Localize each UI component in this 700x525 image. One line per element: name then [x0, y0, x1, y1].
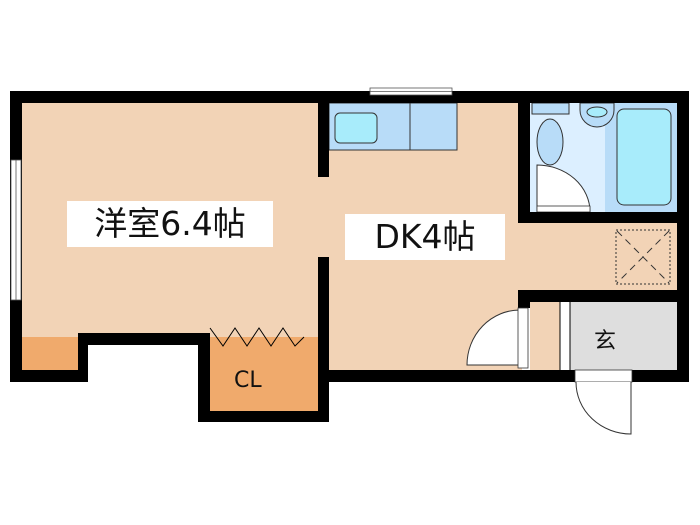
- dk-door-icon[interactable]: [466, 309, 521, 366]
- storage-floor: [22, 337, 78, 370]
- entrance-floor: [570, 302, 678, 370]
- closet-label: CL: [234, 368, 262, 393]
- closet-floor: [210, 337, 318, 411]
- closet-door-icon: [209, 327, 305, 347]
- entrance-door-icon[interactable]: [575, 381, 632, 435]
- ceiling-hatch-icon: [615, 229, 671, 285]
- dk-label: DK4帖: [345, 214, 505, 260]
- entrance-step: [530, 302, 560, 370]
- bathroom-door-icon: [536, 164, 591, 213]
- western-room-label: 洋室6.4帖: [67, 201, 273, 247]
- bathtub-icon: [616, 108, 672, 206]
- sink-icon: [334, 112, 378, 144]
- hall-floor: [518, 223, 678, 290]
- entrance-label: 玄: [594, 329, 617, 354]
- toilet-icon: [536, 118, 564, 166]
- toilet-tank-icon: [531, 102, 570, 115]
- entrance-door-frame: [574, 369, 633, 383]
